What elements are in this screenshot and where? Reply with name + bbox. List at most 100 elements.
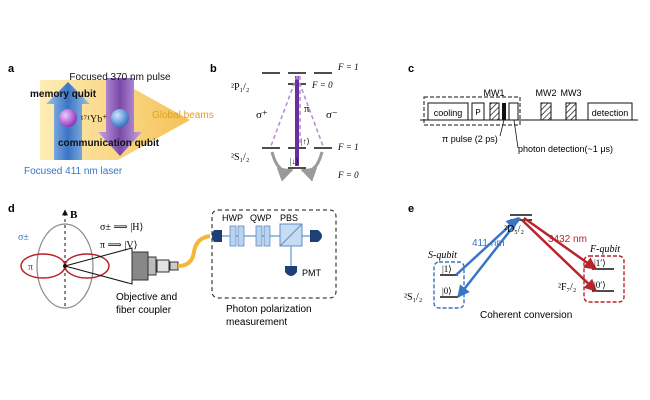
cycle-dashed-box bbox=[423, 96, 521, 126]
hwp-plate-2 bbox=[237, 225, 245, 247]
panel-a-letter: a bbox=[8, 63, 15, 75]
pi-pattern-label: π bbox=[28, 262, 33, 273]
down-ket-label: |↓⟩ bbox=[290, 157, 299, 166]
photon-detection-block bbox=[508, 102, 519, 121]
sigma-plus-decay bbox=[270, 75, 298, 147]
panel-e: e ²D₅/₂ 411 nm 3432 nm S-qubit F-qubit ²… bbox=[404, 203, 625, 321]
objective-label-1: Objective and bbox=[116, 292, 177, 303]
panel-b-letter: b bbox=[210, 63, 217, 75]
fiber-coupler-tip bbox=[169, 261, 179, 271]
s-f1-label: F = 1 bbox=[337, 142, 359, 152]
qwp-plate-2 bbox=[263, 225, 271, 247]
panel-a: a Focused 370 nm pulse memory qubit ¹⁷¹Y… bbox=[8, 63, 214, 177]
laser-370-label: Focused 370 nm pulse bbox=[69, 72, 171, 83]
panel-d: d B σ± π σ± ⟹ |H⟩ π ⟹ |V⟩ Objective and … bbox=[8, 203, 337, 328]
transition-3432-1 bbox=[523, 216, 598, 271]
pi-pulse-label: π pulse (2 ps) bbox=[442, 134, 498, 144]
qwp-label: QWP bbox=[250, 213, 272, 223]
sigma-emission-pattern bbox=[36, 223, 94, 309]
global-beams-label: Global beams bbox=[152, 110, 214, 121]
transition-3432-0 bbox=[521, 219, 597, 292]
p-state-label: ²P₁/₂ bbox=[231, 82, 249, 93]
ket-0-label: |0⟩ bbox=[442, 286, 452, 296]
photon-detection-leader bbox=[513, 119, 519, 149]
communication-ion bbox=[111, 109, 129, 127]
p-block-label: P bbox=[475, 108, 480, 117]
communication-qubit-label: communication qubit bbox=[58, 138, 160, 149]
cooling-block bbox=[427, 102, 469, 121]
pmt-label: PMT bbox=[302, 268, 322, 278]
s-state-label: ²S₁/₂ bbox=[404, 292, 422, 303]
pmt-detector bbox=[285, 266, 297, 276]
hwp-plate bbox=[229, 225, 237, 247]
pbs-label: PBS bbox=[280, 213, 298, 223]
left-return-arrow bbox=[270, 151, 294, 182]
sigma-pm-label: σ± bbox=[18, 232, 29, 243]
ket-0p-label: |0′⟩ bbox=[594, 280, 606, 290]
coherent-conversion-label: Coherent conversion bbox=[480, 310, 572, 321]
map-sigma-label: σ± ⟹ |H⟩ bbox=[100, 222, 143, 233]
sigma-minus-label: σ⁻ bbox=[326, 109, 338, 121]
map-pi-label: π ⟹ |V⟩ bbox=[100, 240, 138, 251]
p-block bbox=[471, 102, 485, 121]
ket-1-label: |1⟩ bbox=[442, 264, 452, 274]
p-f0-label: F = 0 bbox=[311, 80, 333, 90]
f-qubit-label: F-qubit bbox=[589, 244, 620, 255]
transmitted-detector bbox=[310, 230, 322, 242]
mw2-label: MW2 bbox=[536, 88, 557, 98]
s-state-label: ²S₁/₂ bbox=[231, 152, 249, 163]
panel-d-letter: d bbox=[8, 203, 15, 215]
right-return-arrow bbox=[300, 151, 324, 182]
optical-fiber bbox=[177, 234, 211, 268]
hwp-label: HWP bbox=[222, 213, 243, 223]
wl-3432-label: 3432 nm bbox=[548, 234, 587, 245]
panel-c-letter: c bbox=[408, 63, 414, 75]
panel-c: c cooling P detection MW1 MW2 MW3 π puls… bbox=[408, 63, 638, 154]
mw3-block bbox=[565, 102, 577, 121]
memory-ion bbox=[59, 109, 77, 127]
detection-block bbox=[587, 102, 633, 121]
objective-label-2: fiber coupler bbox=[116, 305, 172, 316]
memory-qubit-label: memory qubit bbox=[30, 89, 97, 100]
pi-pulse-block bbox=[502, 103, 506, 120]
laser-411-label: Focused 411 nm laser bbox=[24, 166, 123, 177]
pi-emission-right bbox=[64, 253, 110, 279]
photon-detection-label: photon detection(~1 μs) bbox=[518, 144, 613, 154]
mw1-block bbox=[489, 102, 500, 121]
mw1-label: MW1 bbox=[484, 88, 505, 98]
measurement-label-1: Photon polarization bbox=[226, 304, 312, 315]
d-state-label: ²D₅/₂ bbox=[504, 224, 524, 235]
objective-lens bbox=[131, 251, 149, 281]
mw3-label: MW3 bbox=[561, 88, 582, 98]
f-qubit-box bbox=[583, 255, 625, 303]
s-qubit-label: S-qubit bbox=[428, 250, 457, 261]
sigma-minus-decay bbox=[296, 75, 324, 147]
pi-label: π bbox=[304, 103, 310, 115]
cooling-label: cooling bbox=[434, 108, 463, 118]
fiber-coupler-body bbox=[156, 259, 170, 273]
s-f0-label: F = 0 bbox=[337, 170, 359, 180]
b-field-label: B bbox=[70, 209, 78, 221]
f-state-label: ²F₇/₂ bbox=[558, 282, 576, 293]
ion-label: ¹⁷¹Yb⁺ bbox=[81, 114, 108, 125]
fiber-output bbox=[212, 230, 222, 242]
ket-1p-label: |1′⟩ bbox=[594, 258, 606, 268]
wl-411-label: 411 nm bbox=[472, 238, 505, 249]
panel-b: b ²P₁/₂ ²S₁/₂ F = 1 F = 0 F = 1 F = 0 σ⁺… bbox=[210, 62, 359, 182]
pbs-diagonal bbox=[279, 223, 303, 247]
collection-cone bbox=[63, 247, 133, 285]
objective-barrel bbox=[147, 256, 157, 276]
transition-411-down-0 bbox=[457, 217, 521, 298]
mw2-block bbox=[540, 102, 552, 121]
pi-pulse-leader bbox=[499, 119, 505, 137]
measurement-box bbox=[211, 209, 337, 299]
qwp-plate bbox=[255, 225, 263, 247]
sigma-plus-label: σ⁺ bbox=[256, 109, 268, 121]
panel-e-letter: e bbox=[408, 203, 414, 215]
transition-411-up-1 bbox=[455, 217, 519, 276]
p-f1-label: F = 1 bbox=[337, 62, 359, 72]
up-ket-label: |↑⟩ bbox=[301, 137, 310, 146]
detection-label: detection bbox=[592, 108, 629, 118]
measurement-label-2: measurement bbox=[226, 317, 287, 328]
